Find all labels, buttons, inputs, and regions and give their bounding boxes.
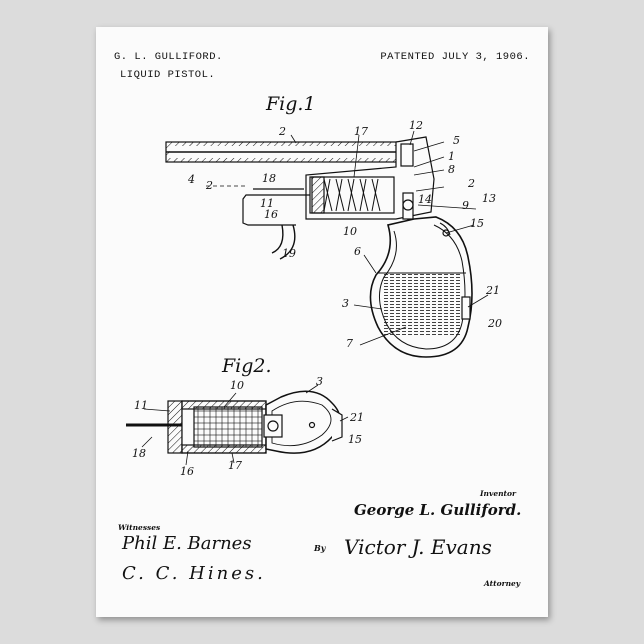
inventor-caption: Inventor [480, 489, 516, 498]
fig1-ref-label: 7 [346, 337, 353, 350]
fig1-ref-label: 12 [409, 119, 423, 132]
fig1-ref-label: 5 [453, 134, 460, 147]
fig2-ref-label: 21 [350, 411, 364, 424]
fig1-ref-label: 8 [448, 163, 455, 176]
fig1-ref-label: 14 [418, 193, 432, 206]
witnesses-caption: Witnesses [118, 523, 160, 532]
fig1-ref-label: 1 [448, 150, 455, 163]
fig2-ref-label: 3 [316, 375, 323, 388]
witness-signature-1: Phil E. Barnes [122, 533, 252, 554]
fig2-ref-label: 10 [230, 379, 244, 392]
fig1-ref-label: 15 [470, 217, 484, 230]
fig2-ref-label: 11 [134, 399, 148, 412]
by-caption: By [314, 543, 325, 553]
fig1-ref-label: 9 [462, 199, 469, 212]
fig1-ref-label: 2 [279, 125, 286, 138]
fig1-ref-label: 20 [488, 317, 502, 330]
fig1-ref-label: 19 [282, 247, 296, 260]
fig1-ref-label: 4 [188, 173, 195, 186]
fig1-ref-label: 18 [262, 172, 276, 185]
fig1-ref-label: 10 [343, 225, 357, 238]
fig1-ref-label: 2 [468, 177, 475, 190]
patent-poster: G. L. GULLIFORD. LIQUID PISTOL. PATENTED… [96, 27, 548, 617]
fig1-ref-label: 3 [342, 297, 349, 310]
fig1-ref-label: 21 [486, 284, 500, 297]
fig1-ref-label: 16 [264, 208, 278, 221]
fig2-ref-label: 17 [228, 459, 242, 472]
fig2-ref-label: 15 [348, 433, 362, 446]
fig1-ref-label: 13 [482, 192, 496, 205]
attorney-signature: Victor J. Evans [344, 535, 492, 559]
fig1-ref-label: 2 [206, 179, 213, 192]
witness-signature-2: C. C. Hines. [122, 563, 266, 584]
figure-2-drawing [126, 385, 348, 465]
inventor-name: George L. Gulliford. [354, 501, 521, 519]
fig2-ref-label: 18 [132, 447, 146, 460]
fig1-ref-label: 6 [354, 245, 361, 258]
fig1-ref-label: 17 [354, 125, 368, 138]
fig2-ref-label: 16 [180, 465, 194, 478]
figure-1-drawing [166, 131, 488, 357]
attorney-caption: Attorney [484, 579, 520, 588]
patent-drawing [96, 27, 548, 617]
